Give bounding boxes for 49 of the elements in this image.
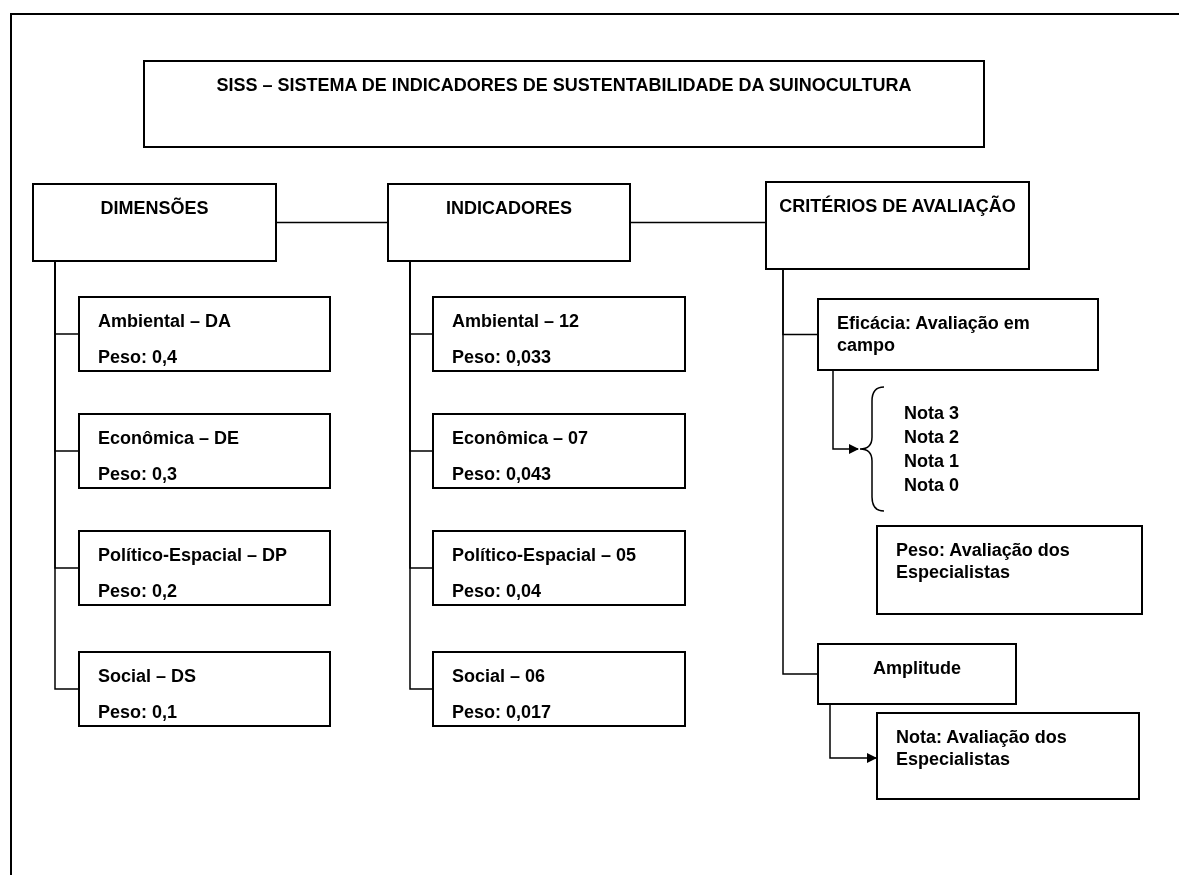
box-heading: Ambiental – DA [98,310,233,332]
text-box [78,530,331,606]
box-text: Peso: 0,3 [98,463,179,485]
text-box [432,296,686,372]
text-box [876,525,1143,615]
box-heading: Social – 06 [452,665,547,687]
grade-label: Nota 3 [904,402,959,425]
connector-line [782,269,818,675]
box-text: Peso: 0,033 [452,346,553,368]
box-heading: Político-Espacial – 05 [452,544,638,566]
text-box [387,183,631,262]
text-box [817,643,1017,705]
connector-line [630,221,766,224]
text-box [78,296,331,372]
box-heading: Amplitude [873,657,961,679]
arrow [832,370,859,454]
box-text: Peso: 0,2 [98,580,179,602]
grade-label: Nota 2 [904,426,959,449]
box-heading: Político-Espacial – DP [98,544,289,566]
box-heading: INDICADORES [446,197,572,219]
title-box [143,60,985,148]
box-text: Peso: 0,043 [452,463,553,485]
box-text: Peso: 0,017 [452,701,553,723]
text-box [817,298,1099,371]
connector-line [276,221,388,224]
box-heading: DIMENSÕES [100,197,209,219]
box-heading: Social – DS [98,665,198,687]
arrow [829,704,877,763]
box-heading: CRITÉRIOS DE AVALIAÇÃO [779,195,1016,217]
text-box [432,413,686,489]
text-box [78,651,331,727]
text-box [876,712,1140,800]
box-heading: Nota: Avaliação dos Especialistas [896,726,1068,770]
text-box [78,413,331,489]
box-text: Peso: 0,1 [98,701,179,723]
grade-label: Nota 1 [904,450,959,473]
box-text: Peso: 0,4 [98,346,179,368]
grade-label: Nota 0 [904,474,959,497]
box-heading: Econômica – DE [98,427,241,449]
text-box [765,181,1030,270]
box-heading: Ambiental – 12 [452,310,581,332]
box-heading: Econômica – 07 [452,427,590,449]
box-heading: Eficácia: Avaliação em campo [837,312,1031,356]
text-box [432,530,686,606]
box-heading: SISS – SISTEMA DE INDICADORES DE SUSTENTABILIDADE DA SUINOCULTURA [216,74,912,96]
text-box [32,183,277,262]
box-text: Peso: 0,04 [452,580,543,602]
text-box [432,651,686,727]
box-heading: Peso: Avaliação dos Especialistas [896,539,1071,583]
